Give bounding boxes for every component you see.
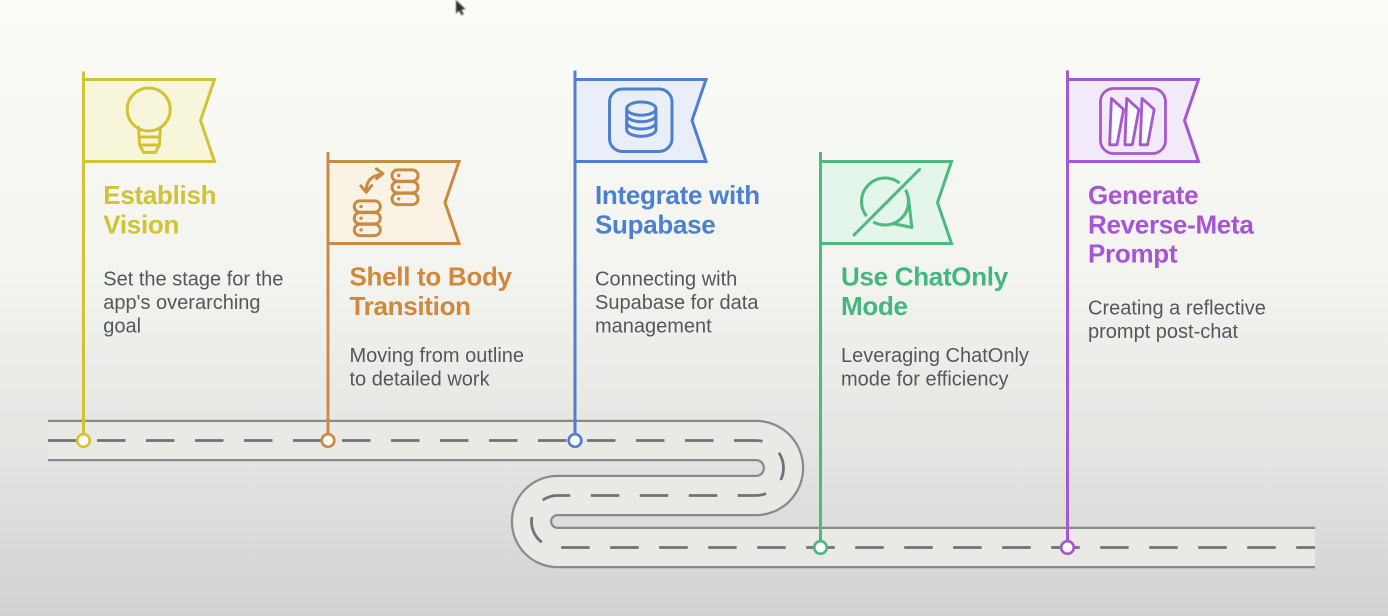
svg-text:Creating a reflective: Creating a reflective	[1088, 298, 1266, 320]
svg-text:goal: goal	[103, 316, 141, 338]
svg-text:prompt post-chat: prompt post-chat	[1088, 321, 1239, 343]
svg-text:Mode: Mode	[841, 291, 908, 321]
svg-text:Shell to Body: Shell to Body	[350, 262, 513, 292]
svg-text:Moving from outline: Moving from outline	[350, 345, 525, 367]
svg-text:Transition: Transition	[350, 291, 471, 321]
svg-text:mode for efficiency: mode for efficiency	[841, 369, 1009, 391]
svg-text:Vision: Vision	[103, 209, 179, 239]
svg-text:management: management	[595, 316, 712, 338]
svg-text:Leveraging ChatOnly: Leveraging ChatOnly	[841, 345, 1029, 367]
svg-text:to detailed work: to detailed work	[350, 369, 491, 391]
svg-text:Connecting with: Connecting with	[595, 269, 737, 291]
svg-text:Prompt: Prompt	[1088, 239, 1178, 269]
svg-text:Supabase for data: Supabase for data	[595, 292, 759, 314]
svg-text:Generate: Generate	[1088, 180, 1198, 210]
svg-text:app's overarching: app's overarching	[103, 292, 260, 314]
svg-text:Set the stage for the: Set the stage for the	[103, 269, 283, 291]
svg-text:Establish: Establish	[103, 180, 216, 210]
svg-text:Integrate with: Integrate with	[595, 180, 760, 210]
svg-text:Reverse-Meta: Reverse-Meta	[1088, 209, 1254, 239]
svg-text:Supabase: Supabase	[595, 209, 715, 239]
svg-text:Use ChatOnly: Use ChatOnly	[841, 262, 1009, 292]
